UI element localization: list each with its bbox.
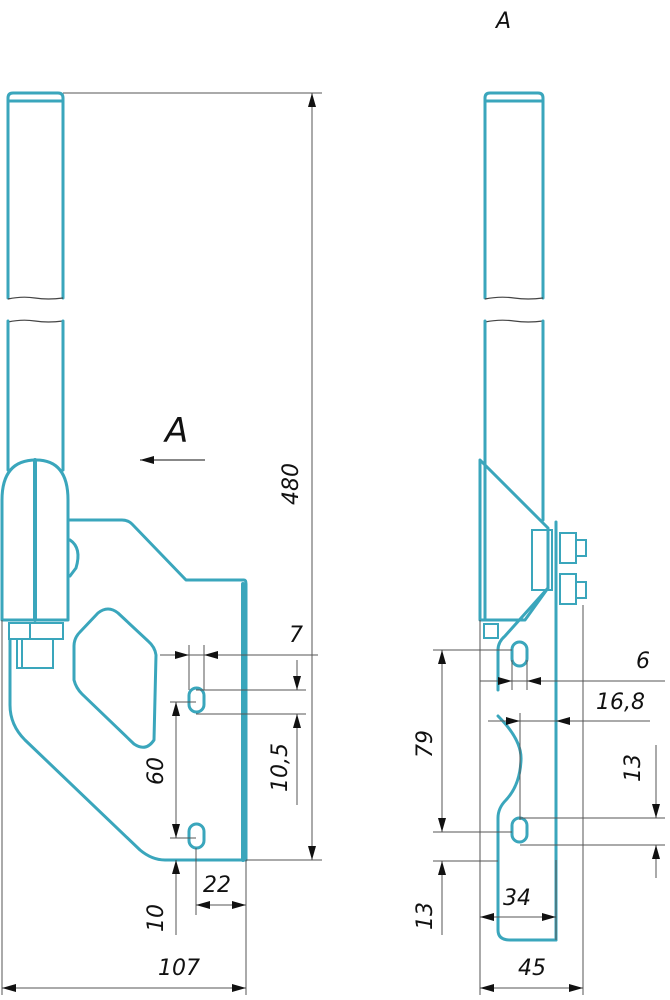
dim-slot-from-edge: 22 bbox=[203, 873, 231, 898]
side-dimensions: 6 16,8 79 13 13 bbox=[413, 605, 665, 995]
dim-slot-width: 7 bbox=[289, 623, 303, 648]
tube-upper bbox=[6, 91, 65, 300]
dim-overall-width: 107 bbox=[158, 956, 200, 981]
dim-slot-spacing: 60 bbox=[144, 757, 169, 785]
bracket-plate bbox=[8, 518, 248, 862]
view-arrow-label: A bbox=[163, 411, 188, 451]
side-tube-lower bbox=[483, 319, 545, 622]
view-arrow-a: A bbox=[140, 411, 205, 464]
side-view-a: A bbox=[413, 9, 665, 995]
dim-side-bottom-offset: 13 bbox=[413, 902, 438, 930]
clamp bbox=[0, 458, 80, 622]
dim-side-overall-width: 45 bbox=[518, 956, 546, 981]
side-bolts bbox=[559, 532, 587, 605]
nut bbox=[8, 622, 64, 669]
dim-slot-length: 10,5 bbox=[268, 743, 293, 792]
dim-slot-from-bottom: 10 bbox=[144, 904, 169, 932]
dim-side-slot-spacing: 79 bbox=[413, 730, 438, 758]
tube-lower bbox=[6, 319, 65, 472]
front-dimensions: 480 7 10,5 60 10 22 bbox=[1, 92, 322, 995]
dim-side-slot-length: 13 bbox=[621, 754, 646, 782]
dim-side-slot-width: 6 bbox=[636, 649, 650, 674]
side-tube-upper bbox=[483, 91, 545, 300]
dim-overall-height: 480 bbox=[279, 463, 304, 505]
view-label-a: A bbox=[494, 9, 511, 34]
dim-side-offset: 16,8 bbox=[596, 690, 645, 715]
side-clamp bbox=[478, 458, 558, 942]
dim-side-bracket-width: 34 bbox=[503, 886, 531, 911]
front-view: A 480 7 10,5 60 bbox=[0, 91, 322, 995]
